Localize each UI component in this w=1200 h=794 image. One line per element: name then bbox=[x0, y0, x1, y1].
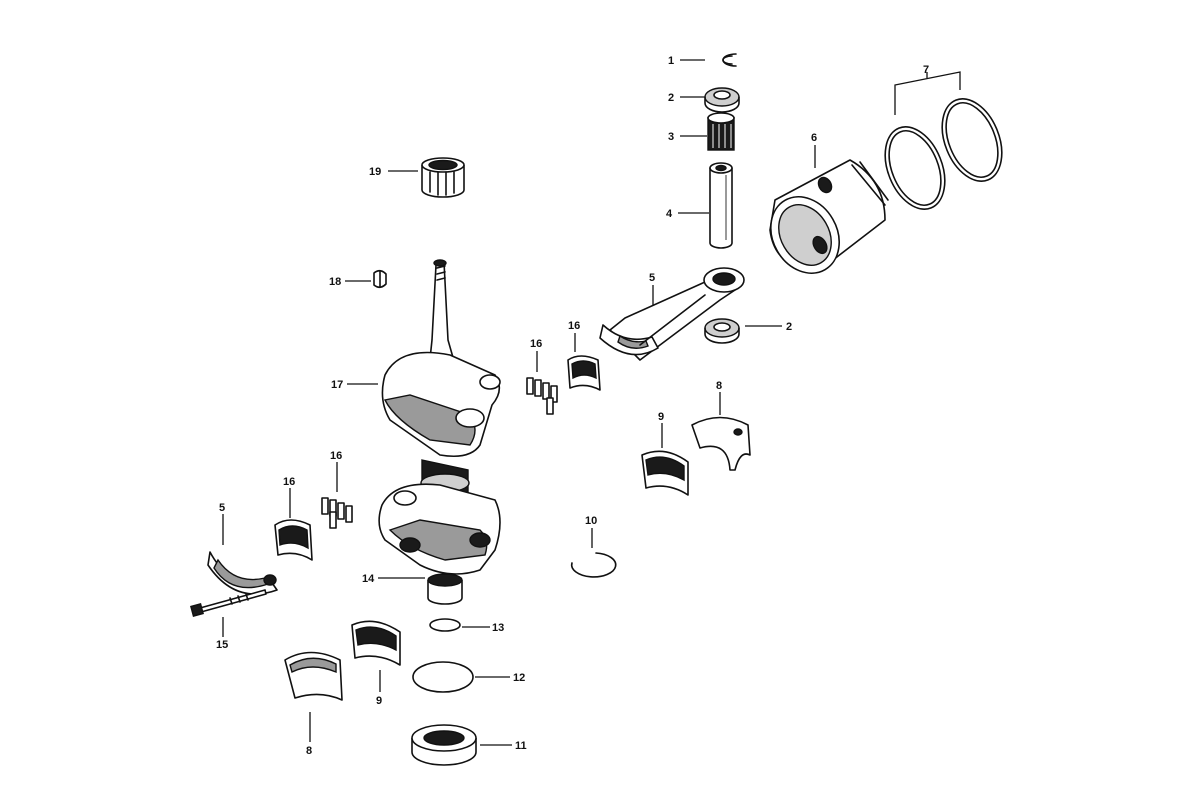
callout-16: 16 bbox=[530, 338, 542, 350]
callout-6: 6 bbox=[811, 132, 817, 144]
part-needle-cage-right bbox=[641, 450, 689, 496]
callout-9: 9 bbox=[658, 411, 664, 423]
part-connecting-rod bbox=[599, 267, 745, 361]
part-roller-bearing-top bbox=[421, 157, 465, 198]
callout-15: 15 bbox=[216, 639, 228, 651]
part-bearing-rollers-lower bbox=[274, 519, 313, 561]
part-loose-rollers-upper bbox=[526, 377, 558, 415]
callout-18: 18 bbox=[329, 276, 341, 288]
part-woodruff-key bbox=[373, 269, 387, 289]
callout-labels: 1 2 3 4 5 6 7 2 19 18 17 16 16 8 9 16 16… bbox=[216, 55, 929, 757]
callout-11: 11 bbox=[515, 740, 527, 752]
part-piston bbox=[769, 159, 889, 274]
part-needle-bearing bbox=[707, 112, 735, 151]
part-oil-seal bbox=[411, 724, 477, 766]
part-piston-rings bbox=[884, 98, 1003, 210]
callout-16: 16 bbox=[283, 476, 295, 488]
part-needle-cage-lower bbox=[351, 620, 401, 666]
callout-16: 16 bbox=[568, 320, 580, 332]
callout-10: 10 bbox=[585, 515, 597, 527]
part-bearing-race-lower bbox=[284, 651, 343, 701]
callout-4: 4 bbox=[666, 208, 673, 220]
callout-14: 14 bbox=[362, 573, 375, 585]
callout-12: 12 bbox=[513, 672, 525, 684]
callout-13: 13 bbox=[492, 622, 504, 634]
callout-19: 19 bbox=[369, 166, 381, 178]
part-retaining-ring bbox=[722, 53, 737, 67]
part-large-o-ring bbox=[412, 661, 474, 693]
part-snap-ring bbox=[570, 552, 617, 578]
callout-3: 3 bbox=[668, 131, 674, 143]
part-loose-rollers-lower bbox=[321, 497, 353, 529]
part-crankshaft bbox=[378, 259, 501, 605]
callout-5: 5 bbox=[219, 502, 225, 514]
callout-2: 2 bbox=[786, 321, 792, 333]
leader-lines bbox=[222, 59, 961, 746]
part-thrust-washer-top bbox=[704, 87, 740, 113]
part-bearing-rollers-upper bbox=[567, 355, 601, 391]
callout-8: 8 bbox=[716, 380, 722, 392]
callout-16: 16 bbox=[330, 450, 342, 462]
part-o-ring bbox=[429, 618, 461, 632]
callout-7: 7 bbox=[923, 64, 929, 76]
callout-2: 2 bbox=[668, 92, 674, 104]
part-rod-cap bbox=[207, 551, 278, 595]
part-bearing-race-right bbox=[691, 416, 751, 471]
callout-1: 1 bbox=[668, 55, 674, 67]
callout-8: 8 bbox=[306, 745, 312, 757]
callout-5: 5 bbox=[649, 272, 655, 284]
part-bolt bbox=[190, 589, 267, 617]
part-thrust-washer-lower bbox=[704, 318, 740, 344]
callout-9: 9 bbox=[376, 695, 382, 707]
callout-17: 17 bbox=[331, 379, 343, 391]
part-piston-pin bbox=[709, 162, 733, 249]
